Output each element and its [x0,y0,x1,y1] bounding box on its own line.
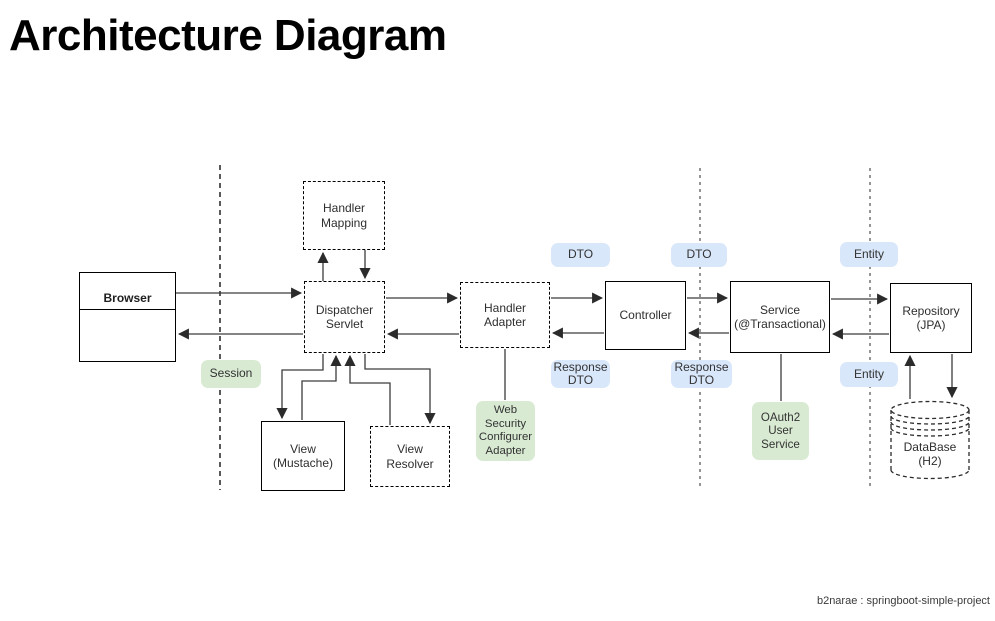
entity-badge-top: Entity [840,242,898,267]
entity-badge-bottom: Entity [840,362,898,387]
view-resolver-label: View Resolver [386,442,434,471]
dto-badge-right: DTO [671,243,727,267]
plain-links [504,349,782,401]
dispatcher-servlet-box: Dispatcher Servlet [304,281,385,353]
browser-box-label: Browser [80,288,175,310]
handler-mapping-box: Handler Mapping [303,181,385,250]
response-dto-badge-left: Response DTO [551,360,610,388]
handler-adapter-box: Handler Adapter [460,282,550,348]
view-mustache-label: View (Mustache) [272,441,334,471]
dispatcher-servlet-label: Dispatcher Servlet [315,302,374,332]
connector-arrows [176,250,958,425]
controller-box: Controller [605,281,686,350]
handler-mapping-label: Handler Mapping [320,201,368,230]
page-title: Architecture Diagram [9,11,447,60]
browser-box: Browser [79,272,176,362]
separator-lines [219,165,871,490]
response-dto-badge-right: Response DTO [671,360,732,388]
repository-label: Repository (JPA) [902,303,960,333]
controller-label: Controller [619,308,672,323]
database-cylinder-shape [890,400,970,480]
oauth2-user-service-badge: OAuth2 User Service [752,402,809,460]
dto-badge-left: DTO [551,243,610,267]
web-security-configurer-adapter-badge: Web Security Configurer Adapter [476,401,535,461]
session-badge: Session [201,360,261,388]
service-box: Service (@Transactional) [730,281,830,353]
handler-adapter-label: Handler Adapter [483,300,527,330]
credit-text: b2narae : springboot-simple-project [816,595,990,607]
view-resolver-box: View Resolver [370,426,450,487]
view-mustache-box: View (Mustache) [261,421,345,491]
repository-box: Repository (JPA) [890,283,972,353]
service-label: Service (@Transactional) [734,302,826,332]
database-label: DataBase (H2) [903,439,957,469]
